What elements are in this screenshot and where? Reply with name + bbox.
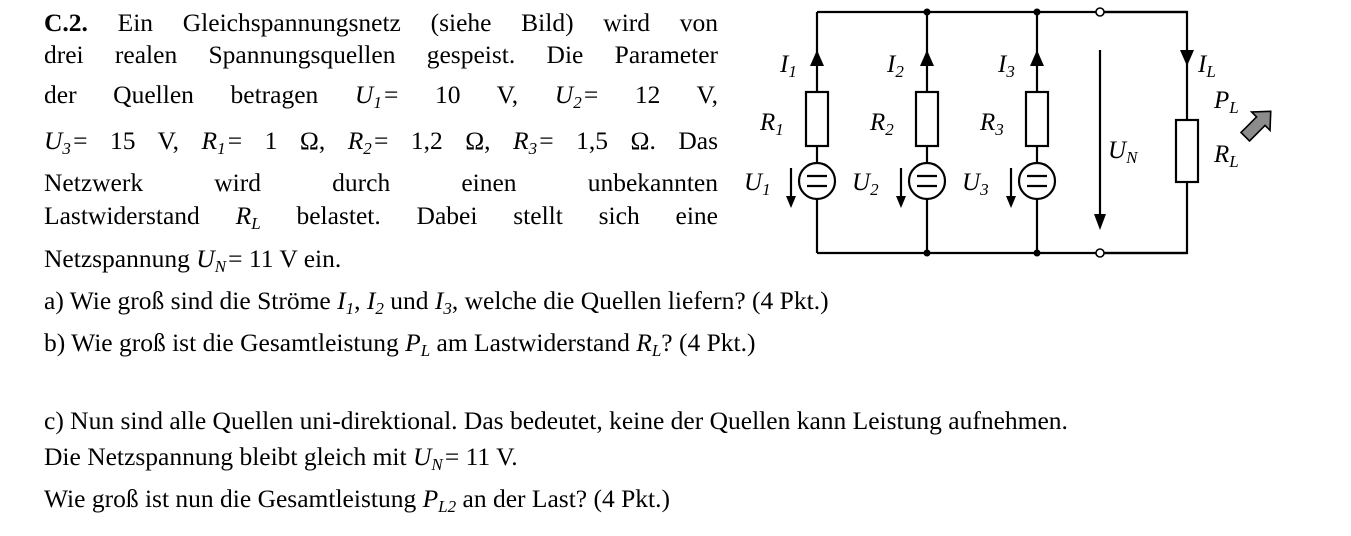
task-number: C.2. [44,8,88,37]
param-r2: R2 = 1,2 Ω, [347,126,491,158]
label-r3: R3 [979,109,1004,139]
source-u1 [797,161,837,201]
task-line-1: C.2. Ein Gleichspannungsnetz (siehe Bild… [44,8,718,38]
junction-top-2 [923,8,931,16]
label-u3: U3 [962,169,989,199]
param-r1: R1 = 1 Ω, [201,126,326,158]
task-intro-1: Ein Gleichspannungsnetz (siehe Bild) wir… [117,8,718,37]
question-c-line-3: Wie groß ist nun die Gesamtleistung PL2 … [44,484,670,516]
i3-arrow [1030,50,1044,66]
load-wire [1100,10,1189,255]
label-u1: U1 [744,169,771,199]
un-arrow-head [1094,214,1106,230]
u3-arrow-head [1006,196,1016,208]
param-u1: U1 = 10 V, [354,80,519,112]
circuit-diagram: I1 I2 I3 IL R1 R2 R3 RL PL UN U1 U2 U3 [744,7,1272,258]
label-r1: R1 [759,109,784,139]
source-eq-1 [807,174,827,188]
task-line-3: der Quellen betragen U1 = 10 V, U2 = 12 … [44,80,719,112]
junction-bottom-2 [923,249,931,257]
task-line-7: Netzspannung UN = 11 V ein. [44,244,342,276]
i1-arrow [810,50,824,66]
resistor-r3 [1024,90,1050,148]
task-line-5: Netzwerk wird durch einen unbekannten [44,168,718,197]
terminal-top [1095,7,1105,17]
pl-power-arrow [1239,110,1272,143]
source-eq-3 [1027,174,1047,188]
task-line-6: Lastwiderstand RL belastet. Dabei stellt… [44,201,718,233]
label-i2: I2 [886,51,904,81]
label-r2: R2 [869,109,894,139]
resistor-rl [1174,118,1200,184]
junction-top-3 [1033,8,1041,16]
junction-bottom-3 [1033,249,1041,257]
label-i3: I3 [997,51,1015,81]
resistor-r1 [804,90,830,148]
question-c-line-2: Die Netzspannung bleibt gleich mit UN = … [44,442,518,474]
param-r3: R3 = 1,5 Ω. [513,126,656,158]
u1-arrow-head [786,196,796,208]
il-arrow [1180,50,1194,66]
i2-arrow [920,50,934,66]
task-line-4: U3 = 15 V, R1 = 1 Ω, R2 = 1,2 Ω, R3 = 1,… [44,126,719,158]
question-a: a) Wie groß sind die Ströme I1, I2 und I… [44,286,829,318]
label-u2: U2 [852,169,879,199]
param-u3: U3 = 15 V, [44,126,179,158]
question-c-line-1: c) Nun sind alle Quellen uni-direktional… [44,406,1068,435]
task-line-2: drei realen Spannungsquellen gespeist. D… [44,40,718,69]
source-u3 [1017,161,1057,201]
u2-arrow-head [896,196,906,208]
symbol-rl: RL [235,201,261,233]
terminal-bottom [1095,248,1105,258]
label-pl: PL [1213,87,1239,117]
param-u2: U2 = 12 V, [554,80,719,112]
resistor-r2 [914,90,940,148]
source-u2 [907,161,947,201]
label-i1: I1 [779,51,797,81]
label-il: IL [1197,51,1216,81]
label-rl: RL [1213,141,1239,171]
label-un: UN [1108,137,1139,167]
source-eq-2 [917,174,937,188]
question-b: b) Wie groß ist die Gesamtleistung PL am… [44,328,756,360]
